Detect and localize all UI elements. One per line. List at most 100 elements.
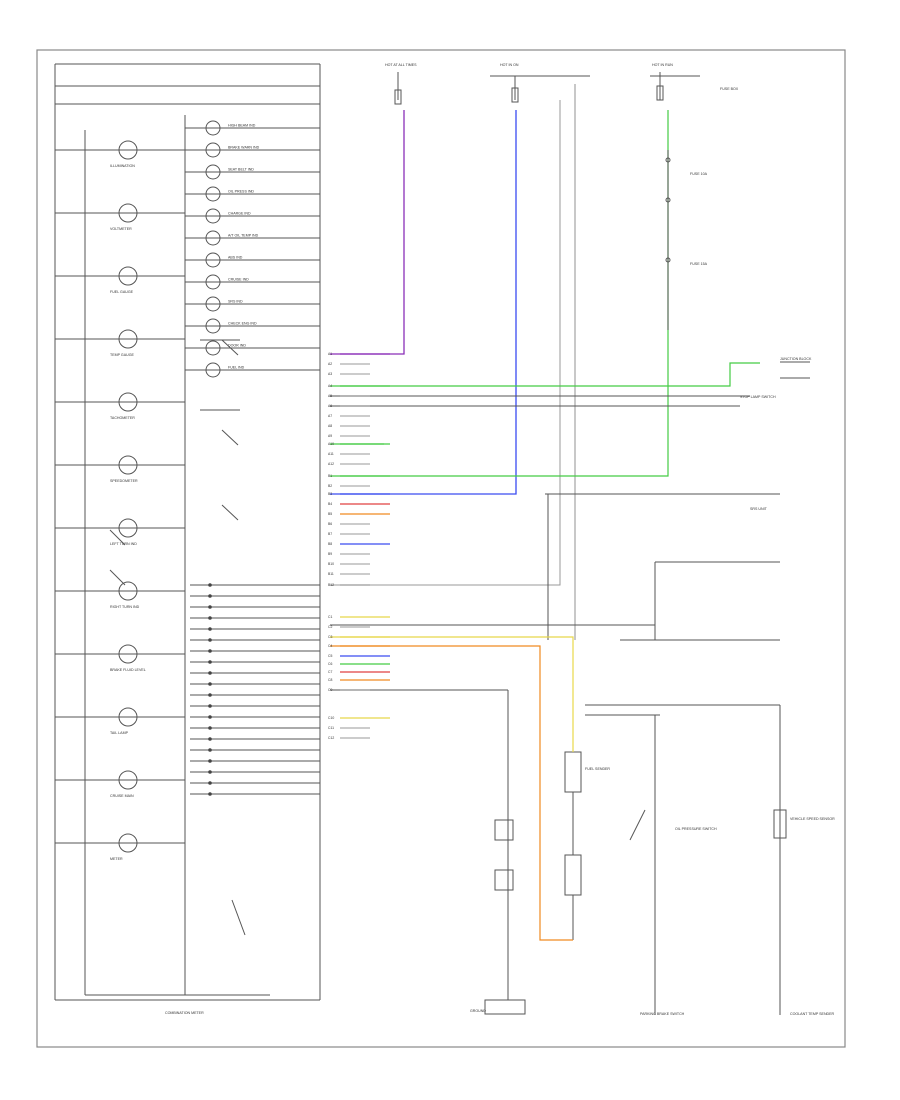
pin-label: A9 [328, 434, 332, 438]
connector-pin: B12 [328, 583, 370, 587]
connector-pin: A10 [328, 442, 390, 446]
component-label: COOLANT TEMP SENDER [790, 1012, 835, 1016]
wire-purple [330, 110, 405, 355]
top-label-2: HOT IN ON [500, 63, 519, 67]
connector-pin: C6 [328, 662, 390, 666]
pin-label: C8 [328, 678, 332, 682]
connector-pin: A7 [328, 414, 370, 418]
pin-label: A7 [328, 414, 332, 418]
pin-label: B8 [328, 542, 332, 546]
wire-gray [330, 100, 561, 586]
connector-pin: A2 [328, 362, 370, 366]
gauge-label: FUEL GAUGE [110, 290, 134, 294]
wire-green-2 [330, 110, 669, 477]
gauge: METER [55, 833, 185, 861]
connector-pin: A3 [328, 372, 370, 376]
gauge-label: TEMP GAUGE [110, 353, 134, 357]
connector-pin: B4 [328, 502, 390, 506]
indicator-label: A/T OIL TEMP IND [228, 234, 259, 238]
indicator-lamp: BRAKE WARN IND [185, 142, 320, 158]
wire-yellow [330, 636, 574, 752]
connector-pin: C7 [328, 670, 390, 674]
component-label: FUSE 15A [690, 262, 708, 266]
gauge-label: TAIL LAMP [110, 731, 129, 735]
pin-label: C9 [328, 688, 332, 692]
gauge: TAIL LAMP [55, 707, 185, 735]
gauge-label: BRAKE FLUID LEVEL [110, 668, 146, 672]
indicator-lamps: HIGH BEAM IND BRAKE WARN IND SEAT BELT IND… [185, 120, 320, 378]
connector-pin: C12 [328, 736, 370, 740]
connector-pin-bank: A1A2A3A4A5A6A7A8A9A10A11A12B1B2B3B4B5B6B… [328, 352, 390, 740]
gauge: RIGHT TURN IND [55, 581, 185, 609]
connector-pin: A8 [328, 424, 370, 428]
gauges: ILLUMINATION VOLTMETER FUEL GAUGE TEMP GAUG… [55, 140, 185, 861]
connector-pin: C3 [328, 635, 390, 639]
connector-pin: B7 [328, 532, 370, 536]
connector-pin: A4 [328, 384, 390, 388]
pin-label: C2 [328, 625, 332, 629]
gauge: FUEL GAUGE [55, 266, 185, 294]
gauge: ILLUMINATION [55, 140, 185, 168]
gauge: SPEEDOMETER [55, 455, 185, 483]
indicator-label: HIGH BEAM IND [228, 124, 256, 128]
diagram-frame [36, 49, 846, 1048]
pin-label: C7 [328, 670, 332, 674]
connector-pin: B1 [328, 474, 390, 478]
connector-pin: C10 [328, 716, 390, 720]
pin-label: A1 [328, 352, 332, 356]
component-label: JUNCTION BLOCK [780, 357, 812, 361]
indicator-label: SEAT BELT IND [228, 168, 254, 172]
gauge: CRUISE MAIN [55, 770, 185, 798]
gauge: TACHOMETER [55, 392, 185, 420]
connector-pin: A9 [328, 434, 370, 438]
gauge-label: TACHOMETER [110, 416, 135, 420]
pin-label: C10 [328, 716, 334, 720]
indicator-lamp: OIL PRESS IND [185, 186, 320, 202]
indicator-label: CHECK ENG IND [228, 322, 257, 326]
connector-pin: C11 [328, 726, 370, 730]
connector-pin: C2 [328, 625, 370, 629]
pin-label: A5 [328, 394, 332, 398]
connector-pin: A1 [328, 352, 390, 356]
connector-pin: A6 [328, 404, 370, 408]
indicator-lamp: CHARGE IND [185, 208, 320, 224]
connector-pin: B9 [328, 552, 370, 556]
indicator-label: BRAKE WARN IND [228, 146, 260, 150]
gauge-label: VOLTMETER [110, 227, 132, 231]
gauge: TEMP GAUGE [55, 329, 185, 357]
gauge-label: SPEEDOMETER [110, 479, 138, 483]
indicator-label: CHARGE IND [228, 212, 251, 216]
indicator-lamp: SEAT BELT IND [185, 164, 320, 180]
component-label: SRS UNIT [750, 507, 768, 511]
pin-label: B1 [328, 474, 332, 478]
pin-label: A12 [328, 462, 334, 466]
gauge-label: ILLUMINATION [110, 164, 135, 168]
pin-label: C3 [328, 635, 332, 639]
pin-label: A2 [328, 362, 332, 366]
indicator-lamp: DOOR IND [185, 340, 320, 356]
connector-pin: A12 [328, 462, 370, 466]
pin-label: A3 [328, 372, 332, 376]
pin-label: B11 [328, 572, 334, 576]
combination-meter: HIGH BEAM IND BRAKE WARN IND SEAT BELT IND… [54, 63, 321, 1015]
connector-pin: B6 [328, 522, 370, 526]
pin-label: B9 [328, 552, 332, 556]
connector-pin: C9 [328, 688, 370, 692]
pin-label: C1 [328, 615, 332, 619]
indicator-label: FUEL IND [228, 366, 245, 370]
pin-label: B10 [328, 562, 334, 566]
indicator-label: OIL PRESS IND [228, 190, 254, 194]
wire-orange [330, 645, 573, 941]
pin-label: A11 [328, 452, 334, 456]
connector-pin: C8 [328, 678, 390, 682]
pin-label: B2 [328, 484, 332, 488]
gauge-label: RIGHT TURN IND [110, 605, 140, 609]
pin-label: B5 [328, 512, 332, 516]
gauge: BRAKE FLUID LEVEL [55, 644, 185, 672]
connector-pin: B11 [328, 572, 370, 576]
connector-pin: B5 [328, 512, 390, 516]
connector-pin: C5 [328, 654, 390, 658]
pin-label: C11 [328, 726, 334, 730]
